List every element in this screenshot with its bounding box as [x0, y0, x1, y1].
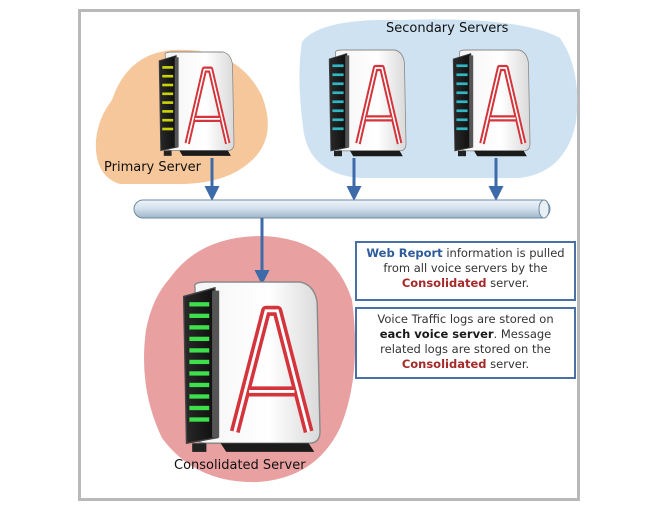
- note-text: information is pulled from all voice ser…: [383, 246, 565, 275]
- secondary-server-1-icon: [329, 50, 406, 156]
- note-text: . Message related logs are stored on the: [380, 327, 552, 356]
- consolidated-server-icon: [184, 282, 320, 452]
- note-text: server.: [486, 276, 530, 290]
- note-text: Voice Traffic logs are stored on: [377, 312, 554, 326]
- primary-server-icon: [159, 52, 234, 156]
- consolidated-server-label: Consolidated Server: [174, 458, 306, 473]
- consolidated-keyword: Consolidated: [401, 357, 487, 371]
- note-text: server.: [486, 357, 530, 371]
- web-report-keyword: Web Report: [366, 246, 443, 260]
- network-bus: [133, 199, 551, 219]
- logs-note: Voice Traffic logs are stored on each vo…: [355, 307, 576, 379]
- secondary-servers-label: Secondary Servers: [386, 21, 509, 36]
- consolidated-keyword: Consolidated: [401, 276, 487, 290]
- secondary-server-2-icon: [453, 50, 530, 156]
- primary-server-label: Primary Server: [104, 160, 201, 175]
- each-voice-server-keyword: each voice server: [379, 327, 494, 341]
- web-report-note: Web Report information is pulled from al…: [355, 241, 576, 301]
